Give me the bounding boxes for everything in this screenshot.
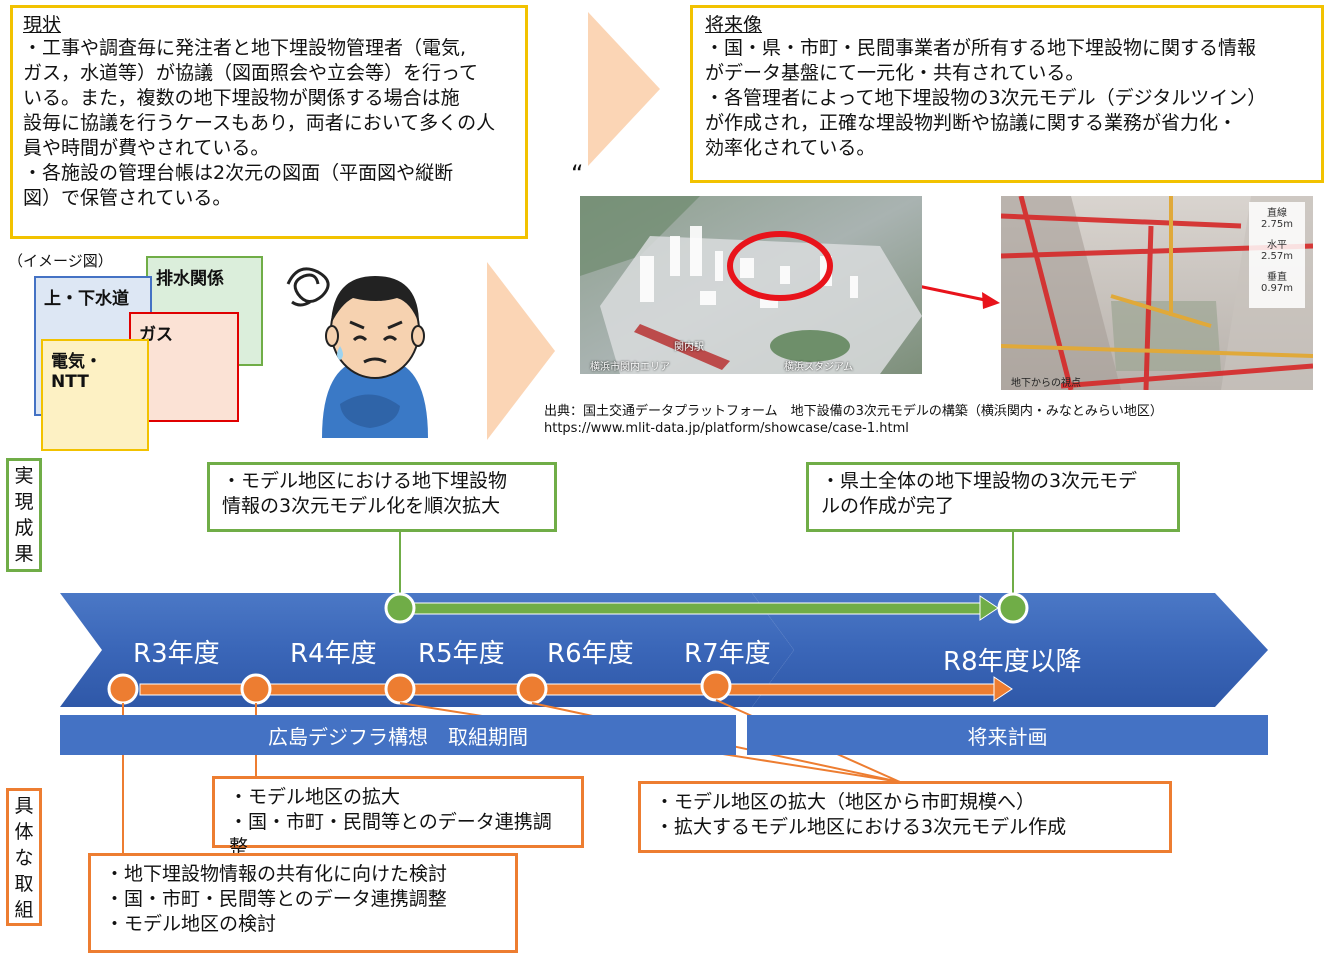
underground-view-photo: 直線 2.75m 水平 2.57m 垂直 0.97m 地下からの視点 <box>1001 196 1313 390</box>
current-state-line: ガス，水道等）が協議（図面照会や立会等）を行って <box>23 62 479 84</box>
milestone-orange-r5 <box>384 673 416 705</box>
milestone-orange-r4 <box>240 673 272 705</box>
current-state-body: ・工事や調査毎に発注者と地下埋設物管理者（電気, ガス，水道等）が協議（図面照会や… <box>23 36 515 211</box>
action-box-r3: ・地下埋設物情報の共有化に向けた検討 ・国・市町・民間等とのデータ連携調整 ・モ… <box>88 853 518 953</box>
year-r4: R4年度 <box>290 639 377 669</box>
future-state-title: 将来像 <box>705 14 763 36</box>
future-state-line: ・国・県・市町・民間事業者が所有する地下埋設物に関する情報 <box>705 37 1257 59</box>
year-r8-onward: R8年度以降 <box>943 647 1082 677</box>
worried-person-illustration <box>286 267 428 438</box>
current-state-title: 現状 <box>23 14 62 36</box>
current-state-line: ・各施設の管理台帳は2次元の図面（平面図や縦断 <box>23 162 454 184</box>
gauge-readout: 直線 2.75m 水平 2.57m 垂直 0.97m <box>1260 208 1293 294</box>
future-state-line: ・各管理者によって地下埋設物の3次元モデル（デジタルツイン） <box>705 87 1267 109</box>
document-electric-ntt: 電気・NTT <box>41 339 149 451</box>
current-state-box: 現状 ・工事や調査毎に発注者と地下埋設物管理者（電気, ガス，水道等）が協議（図面… <box>10 5 528 239</box>
milestone-orange-r3 <box>107 673 139 705</box>
actions-section-label: 具 体 な 取 組 <box>6 788 42 926</box>
current-state-line: 員や時間が費やされている。 <box>23 137 270 159</box>
future-state-box: 将来像 ・国・県・市町・民間事業者が所有する地下埋設物に関する情報がデータ基盤に… <box>690 5 1324 183</box>
source-title: 出典：国土交通データプラットフォーム 地下設備の3次元モデルの構築（横浜関内・み… <box>544 404 1163 419</box>
city-model-photo: 関内駅 横浜市関内エリア 横浜スタジアム <box>580 196 922 374</box>
year-r3: R3年度 <box>133 639 220 669</box>
year-r7: R7年度 <box>684 639 771 669</box>
result-box-complete: ・県土全体の地下埋設物の3次元モデ ルの作成が完了 <box>806 462 1180 532</box>
year-r5: R5年度 <box>418 639 505 669</box>
image-caption: （イメージ図） <box>8 252 113 270</box>
source-caption: 出典：国土交通データプラットフォーム 地下設備の3次元モデルの構築（横浜関内・み… <box>544 403 1163 437</box>
photo-stadium-label: 横浜スタジアム <box>784 362 854 373</box>
photo-area-label: 横浜市関内エリア <box>590 362 670 373</box>
period-current: 広島デジフラ構想 取組期間 <box>60 715 736 755</box>
stray-quote-mark: “ <box>571 160 584 188</box>
future-state-body: ・国・県・市町・民間事業者が所有する地下埋設物に関する情報がデータ基盤にて一元化… <box>705 36 1309 161</box>
current-state-line: 設毎に協議を行うケースもあり，両者において多くの人 <box>23 112 496 134</box>
transition-arrow-top <box>588 12 660 166</box>
year-r6: R6年度 <box>547 639 634 669</box>
source-url: https://www.mlit-data.jp/platform/showca… <box>544 421 909 436</box>
future-state-line: がデータ基盤にて一元化・共有されている。 <box>705 62 1085 84</box>
current-state-line: ・工事や調査毎に発注者と地下埋設物管理者（電気, <box>23 37 467 59</box>
current-state-line: 図）で保管されている。 <box>23 187 232 209</box>
highlight-ellipse <box>727 231 833 301</box>
underground-view-label: 地下からの視点 <box>1011 378 1081 389</box>
transition-arrow-bottom <box>487 262 555 440</box>
milestone-orange-r7 <box>700 670 732 702</box>
chevron-r7 <box>623 593 794 707</box>
action-box-r4: ・モデル地区の拡大 ・国・市町・民間等とのデータ連携調整 <box>212 776 584 858</box>
future-state-line: 効率化されている。 <box>705 137 876 159</box>
chevron-r4 <box>230 593 410 707</box>
future-state-line: が作成され，正確な埋設物判断や協議に関する業務が省力化・ <box>705 112 1238 134</box>
photo-station-label: 関内駅 <box>674 342 704 353</box>
milestone-green-end <box>997 592 1029 624</box>
result-box-model-expansion: ・モデル地区における地下埋設物 情報の3次元モデル化を順次拡大 <box>207 462 557 532</box>
milestone-green-start <box>384 592 416 624</box>
results-section-label: 実 現 成 果 <box>6 458 42 572</box>
action-box-r5-r7: ・モデル地区の拡大（地区から市町規模へ） ・拡大するモデル地区における3次元モデ… <box>638 781 1172 853</box>
chevron-r8 <box>752 593 1268 707</box>
period-future: 将来計画 <box>747 715 1268 755</box>
current-state-line: いる。また，複数の地下埋設物が関係する場合は施 <box>23 87 460 109</box>
milestone-orange-r6 <box>516 673 548 705</box>
